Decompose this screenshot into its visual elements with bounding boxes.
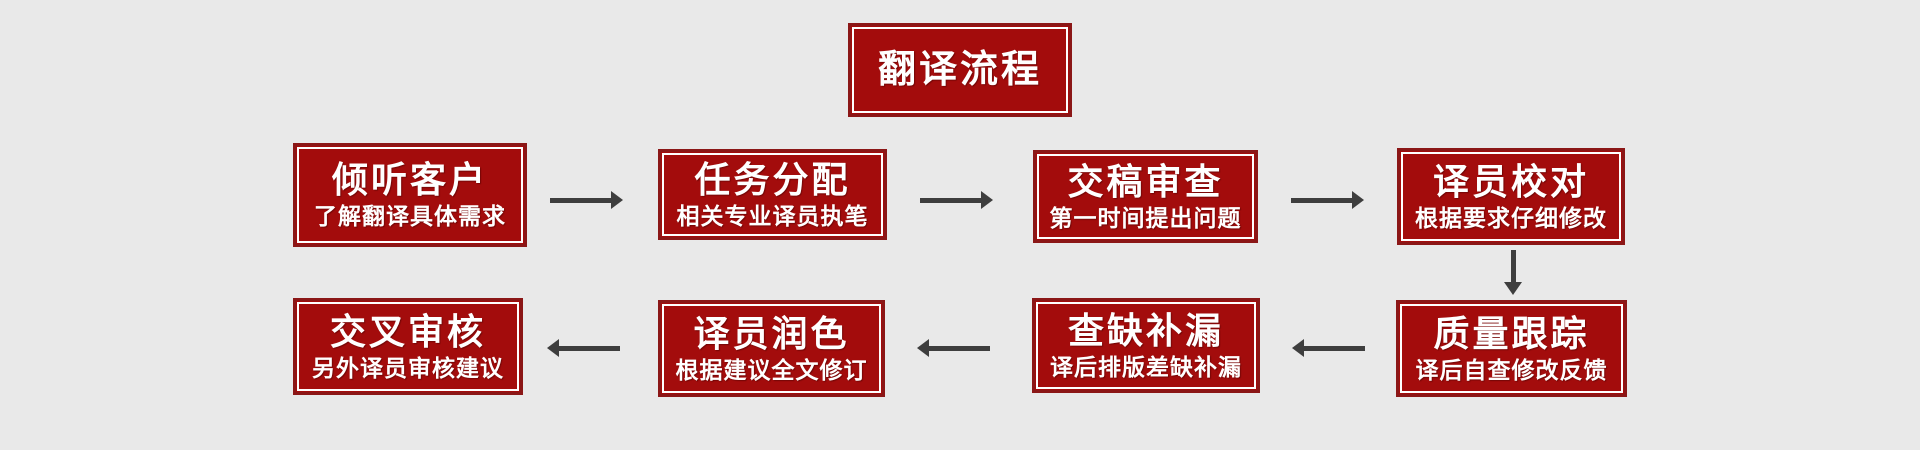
arrow-head <box>547 339 559 357</box>
arrow-shaft <box>1304 345 1365 351</box>
step-5-subtitle: 译后自查修改反馈 <box>1415 356 1608 383</box>
step-5-title: 质量跟踪 <box>1433 312 1590 354</box>
arrow-left-icon-3 <box>547 339 620 357</box>
step-7-subtitle: 根据建议全文修订 <box>675 356 868 383</box>
step-6-subtitle: 译后排版差缺补漏 <box>1050 353 1242 380</box>
flow-step-5-box: 质量跟踪 译后自查修改反馈 <box>1396 300 1627 397</box>
step-2-subtitle: 相关专业译员执笔 <box>676 202 869 229</box>
flow-step-4-box: 译员校对 根据要求仔细修改 <box>1397 148 1625 245</box>
step-3-subtitle: 第一时间提出问题 <box>1049 204 1242 231</box>
flowchart-title-box: 翻译流程 <box>848 23 1072 117</box>
step-8-title: 交叉审核 <box>329 310 486 352</box>
flow-step-8-box: 交叉审核 另外译员审核建议 <box>293 298 523 395</box>
arrow-shaft <box>929 345 990 351</box>
arrow-left-icon-2 <box>917 339 990 357</box>
flow-step-7-box: 译员润色 根据建议全文修订 <box>658 300 885 397</box>
flow-step-1-box: 倾听客户 了解翻译具体需求 <box>293 143 527 247</box>
arrow-down-icon <box>1504 250 1522 295</box>
arrow-head <box>917 339 929 357</box>
step-1-title: 倾听客户 <box>331 159 488 201</box>
step-1-subtitle: 了解翻译具体需求 <box>314 203 506 230</box>
step-7-title: 译员润色 <box>693 312 850 354</box>
flow-step-2-box: 任务分配 相关专业译员执笔 <box>658 149 887 240</box>
step-6-title: 查缺补漏 <box>1067 309 1224 351</box>
step-2-title: 任务分配 <box>694 158 851 200</box>
arrow-head <box>611 191 623 209</box>
flowchart-title: 翻译流程 <box>877 48 1042 91</box>
step-4-subtitle: 根据要求仔细修改 <box>1415 204 1607 231</box>
arrow-right-icon-1 <box>550 191 623 209</box>
arrow-shaft <box>1510 250 1516 282</box>
flow-step-3-box: 交稿审查 第一时间提出问题 <box>1033 150 1258 243</box>
arrow-head <box>1352 191 1364 209</box>
step-3-title: 交稿审查 <box>1067 160 1224 202</box>
arrow-shaft <box>559 345 620 351</box>
step-4-title: 译员校对 <box>1432 160 1589 202</box>
flow-step-6-box: 查缺补漏 译后排版差缺补漏 <box>1032 298 1260 393</box>
arrow-head <box>1292 339 1304 357</box>
arrow-head <box>1504 282 1522 295</box>
arrow-left-icon-1 <box>1292 339 1365 357</box>
arrow-head <box>981 191 993 209</box>
arrow-shaft <box>920 197 981 203</box>
step-8-subtitle: 另外译员审核建议 <box>312 354 504 381</box>
arrow-shaft <box>550 197 611 203</box>
arrow-right-icon-3 <box>1291 191 1364 209</box>
arrow-shaft <box>1291 197 1352 203</box>
arrow-right-icon-2 <box>920 191 993 209</box>
